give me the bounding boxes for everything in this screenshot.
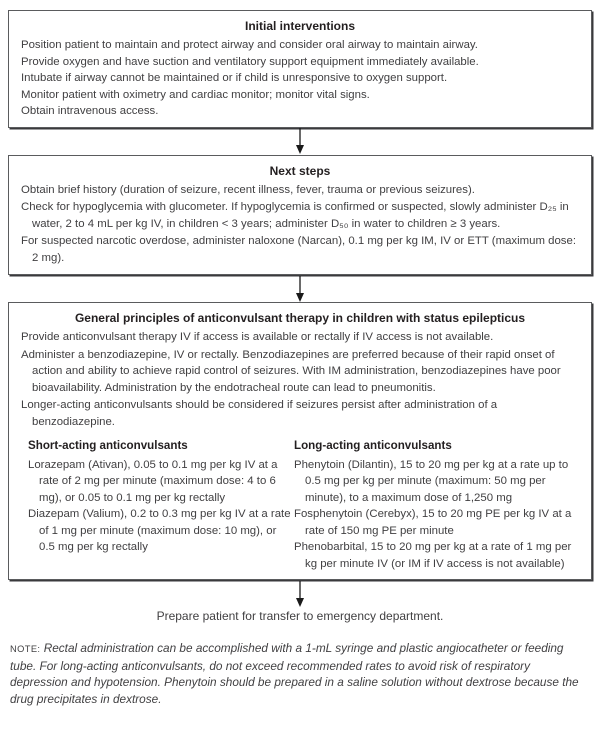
- box-line: Intubate if airway cannot be maintained …: [21, 72, 448, 84]
- box-title: Next steps: [269, 163, 331, 178]
- short-acting-column: Short-acting anticonvulsants Lorazepam (…: [28, 438, 294, 572]
- long-acting-column: Long-acting anticonvulsants Phenytoin (D…: [294, 438, 579, 572]
- column-header: Short-acting anticonvulsants: [28, 439, 188, 452]
- connector-2: [0, 275, 600, 302]
- anticonvulsant-columns: Short-acting anticonvulsants Lorazepam (…: [21, 438, 579, 572]
- box-line: Position patient to maintain and protect…: [21, 39, 478, 51]
- box-line: Administer a benzodiazepine, IV or recta…: [21, 348, 561, 394]
- down-arrow-icon: [296, 128, 304, 154]
- down-arrow-icon: [296, 275, 304, 302]
- footnote-text: Rectal administration can be accomplishe…: [10, 641, 579, 706]
- box-next-steps: Next steps Obtain brief history (duratio…: [8, 154, 592, 275]
- box-general-principles: General principles of anticonvulsant the…: [8, 302, 592, 580]
- box-line: Provide anticonvulsant therapy IV if acc…: [21, 331, 494, 343]
- box-initial-interventions: Initial interventions Position patient t…: [8, 10, 592, 128]
- footnote: NOTE: Rectal administration can be accom…: [10, 640, 590, 707]
- transfer-instruction: Prepare patient for transfer to emergenc…: [156, 609, 444, 623]
- box-line: Provide oxygen and have suction and vent…: [21, 55, 479, 68]
- box-title: Initial interventions: [244, 19, 355, 33]
- drug-entry-diazepam: Diazepam (Valium), 0.2 to 0.3 mg per kg …: [28, 508, 291, 553]
- connector-1: [0, 128, 600, 155]
- box-line: Longer-acting anticonvulsants should be …: [21, 399, 498, 428]
- drug-entry-phenytoin: Phenytoin (Dilantin), 15 to 20 mg per kg…: [294, 458, 569, 504]
- footnote-label: NOTE:: [10, 644, 41, 654]
- box-line: Check for hypoglycemia with glucometer. …: [21, 201, 569, 230]
- box-title: General principles of anticonvulsant the…: [74, 311, 526, 325]
- connector-3: [0, 580, 600, 607]
- drug-entry-lorazepam: Lorazepam (Ativan), 0.05 to 0.1 mg per k…: [28, 458, 278, 504]
- drug-entry-fosphenytoin: Fosphenytoin (Cerebyx), 15 to 20 mg PE p…: [294, 508, 572, 537]
- box-line: Monitor patient with oximetry and cardia…: [21, 88, 370, 101]
- column-header: Long-acting anticonvulsants: [294, 439, 452, 452]
- drug-entry-phenobarbital: Phenobarbital, 15 to 20 mg per kg at a r…: [294, 541, 572, 570]
- box-line: Obtain intravenous access.: [21, 105, 159, 117]
- down-arrow-icon: [296, 580, 304, 607]
- box-line: For suspected narcotic overdose, adminis…: [21, 235, 576, 264]
- box-line: Obtain brief history (duration of seizur…: [21, 183, 475, 196]
